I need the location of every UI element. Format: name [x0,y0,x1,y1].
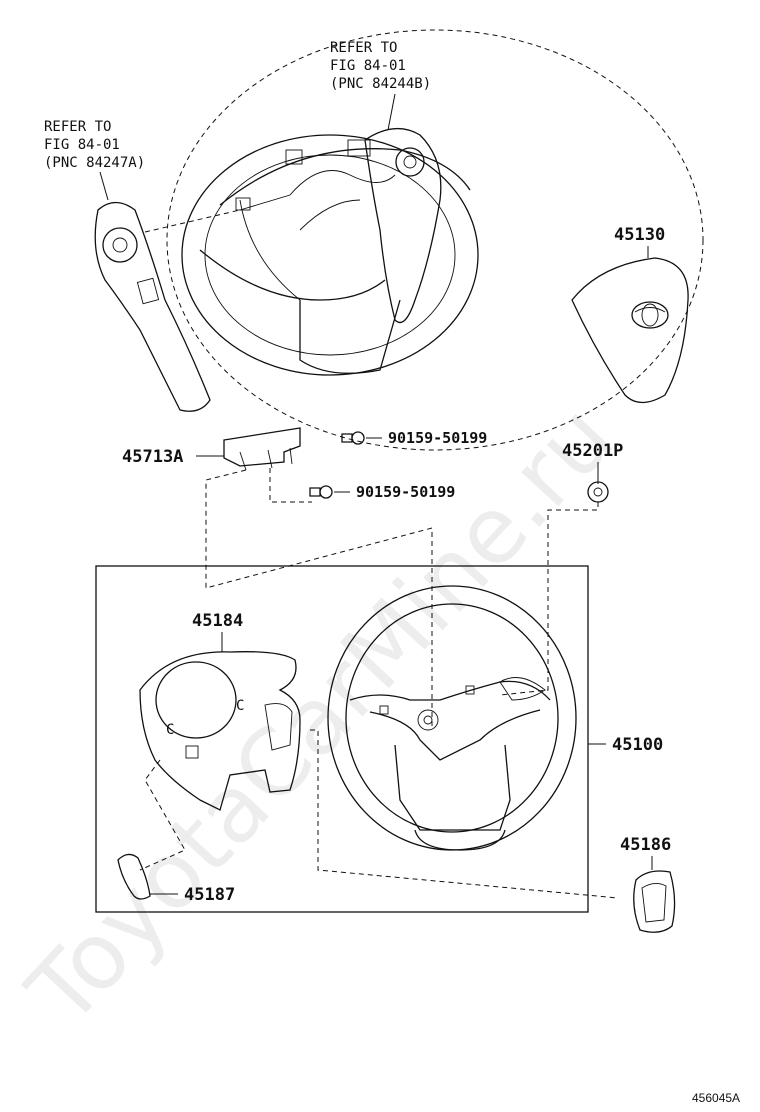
steering-wheel-45100 [327,585,577,851]
wheel-assembly-box: 45100 [95,565,663,913]
upper-wheel-assembly [166,29,704,451]
airbag-45130: 45130 [571,225,689,404]
bolt-90159-50199-b: 90159-50199 [309,483,455,501]
svg-text:REFER TO: REFER TO [330,40,397,56]
svg-text:45186: 45186 [620,835,671,855]
svg-text:C: C [236,698,244,714]
svg-text:45130: 45130 [614,225,665,245]
svg-text:45187: 45187 [184,885,235,905]
cover-45184: 45184 C C [139,611,619,899]
svg-text:45201P: 45201P [562,441,623,461]
reference-84244B: REFER TO FIG 84-01 (PNC 84244B) [330,40,431,131]
svg-text:90159-50199: 90159-50199 [388,429,487,447]
watermark: ToyotaCarMine.ru [7,384,634,1045]
svg-text:45713A: 45713A [122,447,183,467]
bracket-45713A: 45713A [122,427,433,728]
svg-text:REFER TO: REFER TO [44,119,111,135]
svg-text:C: C [166,722,174,738]
figure-code: 456045A [692,1091,740,1105]
svg-text:45184: 45184 [192,611,243,631]
svg-text:(PNC 84247A): (PNC 84247A) [44,155,145,171]
svg-text:FIG 84-01: FIG 84-01 [330,58,406,74]
svg-text:FIG 84-01: FIG 84-01 [44,137,120,153]
cover-45187: 45187 [117,853,235,905]
switch-cover-45186: 45186 [620,835,676,933]
left-switch-84247A: REFER TO FIG 84-01 (PNC 84247A) [44,119,241,412]
svg-text:(PNC 84244B): (PNC 84244B) [330,76,431,92]
bolt-90159-50199-a: 90159-50199 [341,429,487,447]
svg-text:45100: 45100 [612,735,663,755]
nut-45201P: 45201P [499,441,623,696]
svg-text:90159-50199: 90159-50199 [356,483,455,501]
